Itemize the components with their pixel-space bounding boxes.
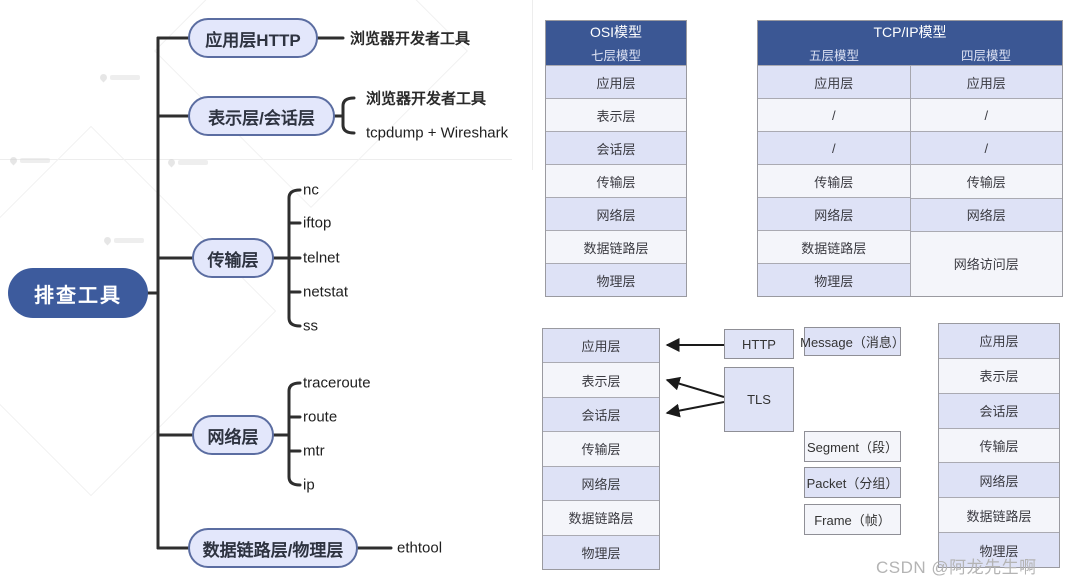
tcpip-table-body: 应用层 / / 传输层 网络层 数据链路层 物理层 应用层 / / 传输层 网络… [758,65,1062,296]
mindmap-child-label: ss [303,317,318,335]
stack-layer: 物理层 [939,532,1059,568]
mindmap-child-label: ethtool [397,539,443,557]
table-row: 应用层 [758,65,910,98]
table-row-merged: 网络访问层 [910,230,1062,296]
osi-table-subtitle: 七层模型 [590,49,641,63]
mindmap-child-label: iftop [303,214,332,232]
stack-layer: 会话层 [939,392,1059,428]
tcpip-col-header-four: 四层模型 [960,49,1011,63]
table-row: / [910,98,1062,132]
mindmap-child-label: route [303,408,338,426]
http-protocol-box: HTTP [724,329,794,359]
table-row: 物理层 [546,263,686,296]
csdn-watermark: CSDN @阿龙先生啊 [876,558,1037,577]
mindmap-node-datalink-physical: 数据链路层/物理层 [188,528,358,568]
mindmap-child-label: 浏览器开发者工具 [366,90,487,108]
stack-layer: 数据链路层 [543,500,659,535]
connector-pres-bracket [333,96,356,135]
tcpip-four-layer-column: 应用层 / / 传输层 网络层 网络访问层 [909,65,1062,296]
osi-table-body: 应用层 表示层 会话层 传输层 网络层 数据链路层 物理层 [546,65,686,296]
stack-layer: 网络层 [939,462,1059,498]
table-row: 传输层 [910,164,1062,198]
stack-layer: 会话层 [543,396,659,432]
encapsulation-left-stack: 应用层 表示层 会话层 传输层 网络层 数据链路层 物理层 [542,328,660,570]
table-row: / [758,98,910,131]
table-row: 网络层 [758,197,910,230]
tcpip-model-table: TCP/IP模型 五层模型 四层模型 应用层 / / 传输层 网络层 数据链路层… [757,20,1063,297]
unit-box-frame: Frame（帧） [804,504,901,535]
mindmap-node-network: 网络层 [192,415,274,455]
stack-layer: 物理层 [543,534,659,569]
table-row: 应用层 [546,65,686,98]
mindmap-child-label: netstat [303,283,349,301]
mindmap-child-label: traceroute [303,374,371,392]
connector-network-bracket [272,381,302,487]
arrow-tls-to-presentation [665,376,725,398]
connector-branch-stubs [156,36,194,550]
tcpip-five-layer-column: 应用层 / / 传输层 网络层 数据链路层 物理层 [758,65,910,296]
mindmap-child-label: mtr [303,442,325,460]
stack-layer: 应用层 [543,329,659,363]
mindmap-child-label: 浏览器开发者工具 [350,30,471,48]
tcpip-col-header-five: 五层模型 [808,49,859,63]
table-row: 网络层 [910,197,1062,231]
arrow-tls-to-session [665,401,725,418]
table-row: 应用层 [910,65,1062,99]
encapsulation-right-stack: 应用层 表示层 会话层 传输层 网络层 数据链路层 物理层 [938,323,1060,568]
unit-box-message: Message（消息） [800,327,905,356]
stack-layer: 表示层 [939,357,1059,393]
stack-layer: 传输层 [939,427,1059,463]
table-row: 传输层 [758,164,910,197]
table-row: 会话层 [546,131,686,164]
tcpip-column-headers: 五层模型 四层模型 [758,45,1062,64]
table-row: / [758,131,910,164]
mindmap-node-presentation-session: 表示层/会话层 [188,96,335,136]
mindmap-root-node: 排查工具 [8,268,148,318]
osi-model-table: OSI模型 七层模型 应用层 表示层 会话层 传输层 网络层 数据链路层 物理层 [545,20,687,297]
mindmap-child-label: telnet [303,249,340,267]
table-row: 数据链路层 [546,230,686,263]
mindmap-child-label: ip [303,476,315,494]
mindmap-child-label: nc [303,181,319,199]
mindmap-child-label: tcpdump + Wireshark [366,124,509,142]
table-row: 表示层 [546,98,686,131]
tcpip-table-title: TCP/IP模型 [873,24,947,40]
table-row: 网络层 [546,197,686,230]
stack-layer: 传输层 [543,431,659,466]
table-row: / [910,131,1062,165]
stack-layer: 网络层 [543,465,659,501]
tcpip-table-header: TCP/IP模型 五层模型 四层模型 [758,21,1062,65]
tls-protocol-box: TLS [724,367,794,432]
stack-layer: 应用层 [939,324,1059,358]
table-row: 传输层 [546,164,686,197]
table-row: 物理层 [758,263,910,296]
osi-table-title: OSI模型 [589,24,643,40]
unit-box-packet: Packet（分组） [804,467,901,498]
stack-layer: 数据链路层 [939,497,1059,533]
connector-transport-bracket [272,188,302,328]
stack-layer: 表示层 [543,362,659,397]
unit-box-segment: Segment（段） [804,431,901,462]
table-row: 数据链路层 [758,230,910,263]
mindmap-node-application: 应用层HTTP [188,18,318,58]
mindmap-node-transport: 传输层 [192,238,274,278]
osi-table-header: OSI模型 七层模型 [546,21,686,65]
